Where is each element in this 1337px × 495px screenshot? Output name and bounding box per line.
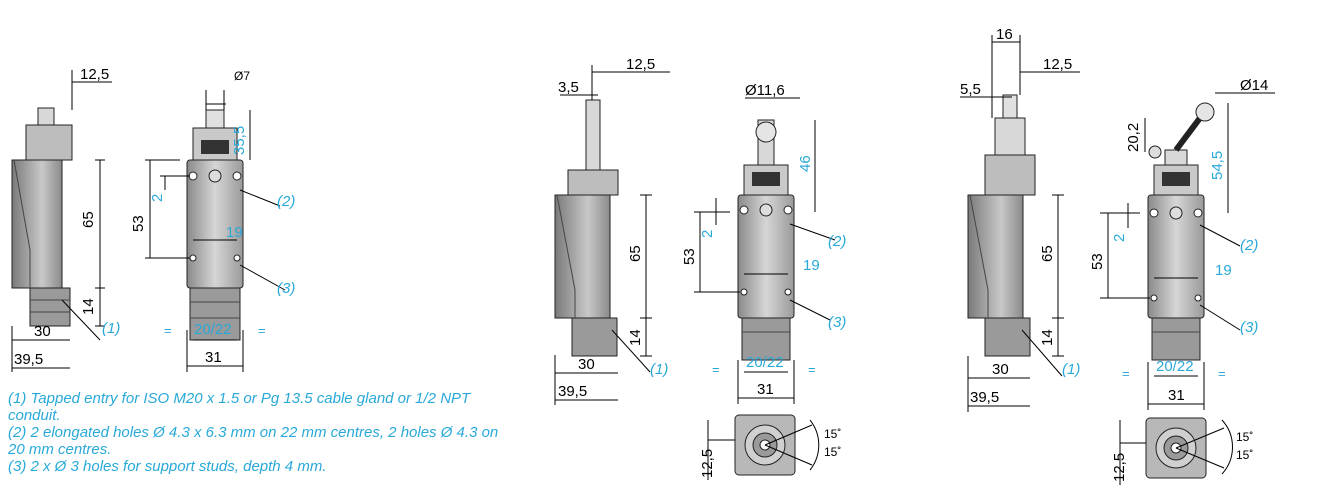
dim-15deg-b-v3: 15˚ [1236,448,1253,462]
note-2: (2) 2 elongated holes Ø 4.3 x 6.3 mm on … [8,424,499,458]
ref-2-v2: (2) [828,233,846,250]
dim-39-5-v3: 39,5 [970,389,999,406]
note-3: (3) 2 x Ø 3 holes for support studs, dep… [8,458,327,475]
footnotes: (1) Tapped entry for ISO M20 x 1.5 or Pg… [8,390,508,475]
ref-3-v3: (3) [1240,319,1258,336]
dim-20-2: 20,2 [1125,123,1142,152]
dimension-lines-view1 [11,70,286,372]
dim-15deg-a-v2: 15˚ [824,427,841,441]
dim-46: 46 [797,155,814,172]
dim-20-22-v1: 20/22 [194,321,232,338]
dim-53-v2: 53 [681,248,698,265]
view-plunger-front [186,109,244,341]
dim-12-5-v1: 12,5 [80,66,109,83]
dim-15deg-a-v3: 15˚ [1236,430,1253,444]
dim-2-v1: 2 [149,194,166,202]
dim-31-v3: 31 [1168,387,1185,404]
note-1: (1) Tapped entry for ISO M20 x 1.5 or Pg… [8,390,471,424]
view-roller-plunger-front [737,119,795,361]
view-roller-lever-front [1147,102,1215,361]
dim-15deg-b-v2: 15˚ [824,445,841,459]
dim-dia14: Ø14 [1240,77,1268,94]
dim-53-v3: 53 [1089,253,1106,270]
ref-1-v1: (1) [102,320,120,337]
dim-31-v2: 31 [757,381,774,398]
dim-12-5-top-v3: 12,5 [1111,453,1128,482]
dim-30-v1: 30 [34,323,51,340]
ref-1-v2: (1) [650,361,668,378]
dim-20-22-v2: 20/22 [746,354,784,371]
dimension-lines-view3 [960,35,1275,485]
dim-54-5: 54,5 [1209,151,1226,180]
dim-19-v3: 19 [1215,262,1232,279]
dim-35-5: 35,5 [231,126,248,155]
dim-39-5-v2: 39,5 [558,383,587,400]
dim-14-v1: 14 [80,298,97,315]
dim-19-v1: 19 [226,224,243,241]
ref-2-v3: (2) [1240,237,1258,254]
view-roller-plunger-side [554,99,619,357]
eq-right-v3: = [1218,366,1226,381]
ref-3-v2: (3) [828,314,846,331]
dim-dia11-6: Ø11,6 [745,82,785,99]
dim-65-v1: 65 [80,211,97,228]
dim-14-v3: 14 [1039,329,1056,346]
dim-2-v3: 2 [1111,234,1128,242]
dim-31-v1: 31 [205,349,222,366]
dim-20-22-v3: 20/22 [1156,358,1194,375]
dim-14-v2: 14 [627,329,644,346]
dim-12-5-top-v2: 12,5 [699,449,716,478]
eq-left-v1: = [164,323,172,338]
dim-39-5-v1: 39,5 [14,351,43,368]
ref-2-v1: (2) [277,193,295,210]
dim-3-5: 3,5 [558,79,579,96]
dim-16: 16 [996,26,1013,43]
dim-dia7: Ø7 [234,69,250,83]
dim-2-v2: 2 [699,230,716,238]
dim-65-v3: 65 [1039,245,1056,262]
eq-right-v1: = [258,323,266,338]
dimension-lines-view2 [554,65,836,480]
dim-12-5-v3: 12,5 [1043,56,1072,73]
eq-left-v3: = [1122,366,1130,381]
eq-right-v2: = [808,362,816,377]
dim-53-v1: 53 [130,215,147,232]
ref-3-v1: (3) [277,280,295,297]
view-plunger-side [11,107,73,327]
dim-5-5: 5,5 [960,81,981,98]
dim-19-v2: 19 [803,257,820,274]
dim-30-v3: 30 [992,361,1009,378]
dim-65-v2: 65 [627,245,644,262]
dim-12-5-v2: 12,5 [626,56,655,73]
ref-1-v3: (1) [1062,361,1080,378]
dim-30-v2: 30 [578,356,595,373]
view-roller-lever-side [967,94,1036,357]
eq-left-v2: = [712,362,720,377]
